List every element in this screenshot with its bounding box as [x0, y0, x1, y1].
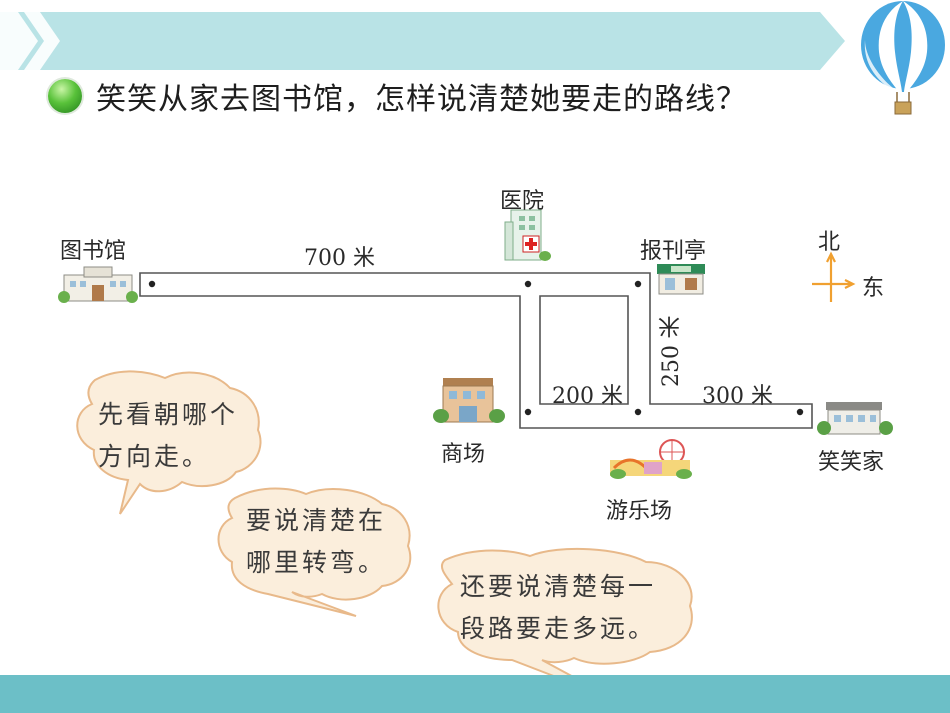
hospital-icon: [504, 209, 551, 261]
speech-bubble-3-text: 还要说清楚每一 段路要走多远。: [460, 572, 657, 643]
speech-bubble-3: [437, 547, 693, 701]
footer-banner: [0, 675, 950, 713]
compass-icon: [812, 251, 856, 302]
intersection-dots: [148, 280, 804, 416]
home-icon: [817, 402, 893, 435]
mall-icon: [433, 378, 505, 423]
hospital-label: 医院: [500, 189, 545, 214]
header-banner: [0, 12, 845, 70]
distance-700-label: 700 米: [304, 246, 375, 271]
road-outline: [139, 272, 813, 429]
amusement-park-label: 游乐场: [606, 499, 673, 524]
question-row: 笑笑从家去图书馆，怎样说清楚她要走的路线？: [48, 72, 747, 120]
speech-bubble-1-text: 先看朝哪个 方向走。: [98, 400, 239, 471]
newsstand-label: 报刊亭: [640, 239, 707, 264]
home-label: 笑笑家: [818, 450, 885, 475]
library-label: 图书馆: [60, 239, 127, 264]
speech-bubble-2: [217, 487, 412, 617]
amusement-park-icon: [610, 439, 692, 479]
library-icon: [58, 266, 138, 303]
green-bullet-icon: [48, 79, 82, 113]
distance-300-label: 300 米: [702, 384, 773, 409]
speech-bubble-2-text: 要说清楚在 哪里转弯。: [246, 506, 387, 577]
distance-250-label: 250 米: [659, 316, 684, 387]
newsstand-icon: [657, 264, 705, 295]
hot-air-balloon-icon: [861, 1, 945, 115]
compass-east-label: 东: [862, 276, 885, 301]
question-text: 笑笑从家去图书馆，怎样说清楚她要走的路线？: [96, 82, 747, 117]
mall-label: 商场: [441, 442, 486, 467]
speech-bubble-1: [76, 370, 262, 515]
compass-north-label: 北: [818, 230, 841, 255]
distance-200-label: 200 米: [552, 384, 623, 409]
